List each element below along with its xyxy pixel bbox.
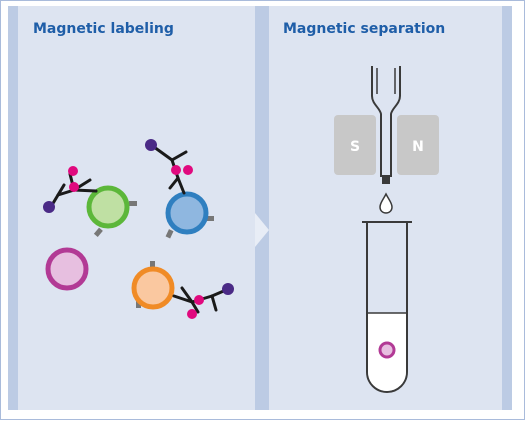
receptor-stub <box>129 201 137 206</box>
right-edge-strip <box>502 6 512 410</box>
label-dot <box>222 283 234 295</box>
labeling-panel-title: Magnetic labeling <box>33 21 174 37</box>
magnetic-bead <box>183 165 193 175</box>
magnet-north <box>397 115 439 175</box>
green-cell <box>86 185 130 229</box>
label-dot <box>145 139 157 151</box>
magenta-cell-unlabeled <box>45 247 89 291</box>
magnetic-bead <box>171 165 181 175</box>
magnetic-bead <box>194 295 204 305</box>
orange-cell <box>131 266 175 310</box>
receptor-stub <box>136 300 141 308</box>
panel-divider <box>255 6 269 410</box>
separation-column <box>371 66 401 184</box>
left-edge-strip <box>8 6 18 410</box>
magnet-south <box>334 115 376 175</box>
magnetic-bead <box>187 309 197 319</box>
receptor-stub <box>165 229 174 239</box>
collection-tube <box>362 221 412 393</box>
separation-panel-title: Magnetic separation <box>283 21 446 37</box>
droplet <box>379 192 393 214</box>
step-arrow <box>255 213 269 247</box>
magnetic-bead <box>69 182 79 192</box>
receptor-stub <box>206 216 214 221</box>
magnet-north-label: N <box>412 139 424 155</box>
green-cell-labeled <box>86 185 137 237</box>
magnetic-bead <box>68 166 78 176</box>
unlabeled-cell-in-tube <box>378 341 396 359</box>
blue-cell <box>165 191 209 235</box>
receptor-stub <box>150 261 155 269</box>
orange-cell-labeled <box>131 261 175 310</box>
magnet-south-label: S <box>350 139 360 155</box>
blue-cell-labeled <box>165 191 214 239</box>
label-dot <box>43 201 55 213</box>
receptor-stub <box>93 227 103 237</box>
